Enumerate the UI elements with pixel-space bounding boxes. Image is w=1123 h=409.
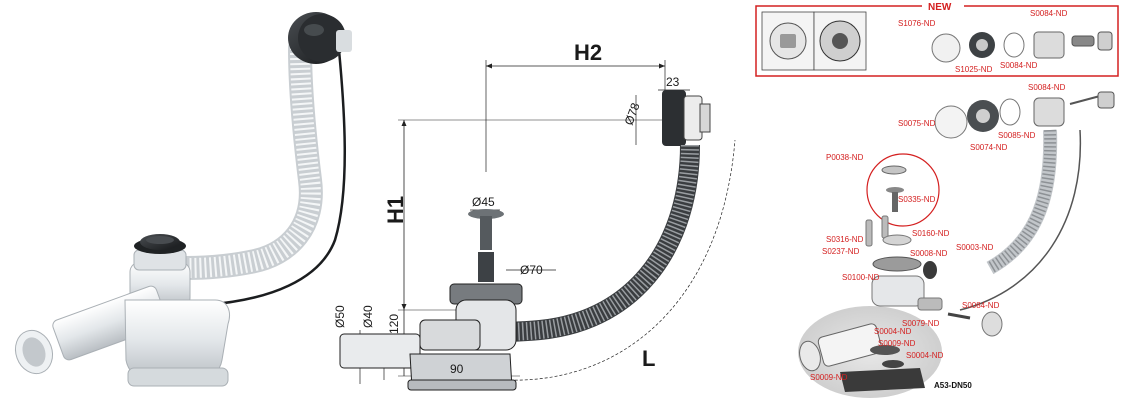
part-s0084-new2: S0084-ND <box>1000 61 1038 70</box>
part-s0084-top: S0084-ND <box>1030 9 1068 18</box>
drawing-siphon <box>339 283 523 391</box>
part-s0316: S0316-ND <box>826 235 864 244</box>
new-label: NEW <box>928 2 952 13</box>
product-render <box>14 12 352 387</box>
part-s0004-a: S0004-ND <box>874 327 912 336</box>
drain-plug <box>134 234 186 254</box>
dim-h1: H1 <box>383 196 408 224</box>
part-p0038: P0038-ND <box>826 153 864 162</box>
dim-h2: H2 <box>574 40 602 65</box>
part-s0100: S0100-ND <box>842 273 880 282</box>
part-s0008: S0008-ND <box>910 249 948 258</box>
dim-l: L <box>642 346 655 371</box>
drawing-ribbed-hose-ribs <box>489 144 699 341</box>
part-s0003: S0003-ND <box>956 243 994 252</box>
overflow-hose-ribs <box>184 47 321 278</box>
dim-70: Ø70 <box>520 263 543 277</box>
dim-50: Ø50 <box>333 305 347 328</box>
overflow-hose <box>173 36 323 280</box>
dim-78: Ø78 <box>622 101 643 127</box>
drawing-drain-rod <box>468 209 504 282</box>
part-s1076: S1076-ND <box>898 19 936 28</box>
part-s0085: S0085-ND <box>998 131 1036 140</box>
overflow-cap <box>288 12 352 64</box>
part-s0079: S0079-ND <box>902 319 940 328</box>
part-s0160: S0160-ND <box>912 229 950 238</box>
part-s1025: S1025-ND <box>955 65 993 74</box>
dim-23: 23 <box>666 75 680 89</box>
control-cable <box>204 39 347 307</box>
part-s0335: S0335-ND <box>898 195 936 204</box>
dim-120: 120 <box>387 314 401 334</box>
trap-foot <box>127 367 229 387</box>
part-s0084-mid: S0084-ND <box>1028 83 1066 92</box>
part-s0237: S0237-ND <box>822 247 860 256</box>
exploded-parts <box>798 91 1115 398</box>
part-s0009-a: S0009-ND <box>878 339 916 348</box>
dim-40: Ø40 <box>361 305 375 328</box>
part-s0009-b: S0009-ND <box>810 373 848 382</box>
dim-45: Ø45 <box>472 195 495 209</box>
part-s0084-low: S0084-ND <box>962 301 1000 310</box>
article-number: A53-DN50 <box>934 381 972 390</box>
drawing-overflow-head <box>662 90 711 146</box>
part-s0004-b: S0004-ND <box>906 351 944 360</box>
part-s0075: S0075-ND <box>898 119 936 128</box>
dim-90: 90 <box>450 362 464 376</box>
part-s0074: S0074-ND <box>970 143 1008 152</box>
new-parts-box <box>755 0 1119 77</box>
